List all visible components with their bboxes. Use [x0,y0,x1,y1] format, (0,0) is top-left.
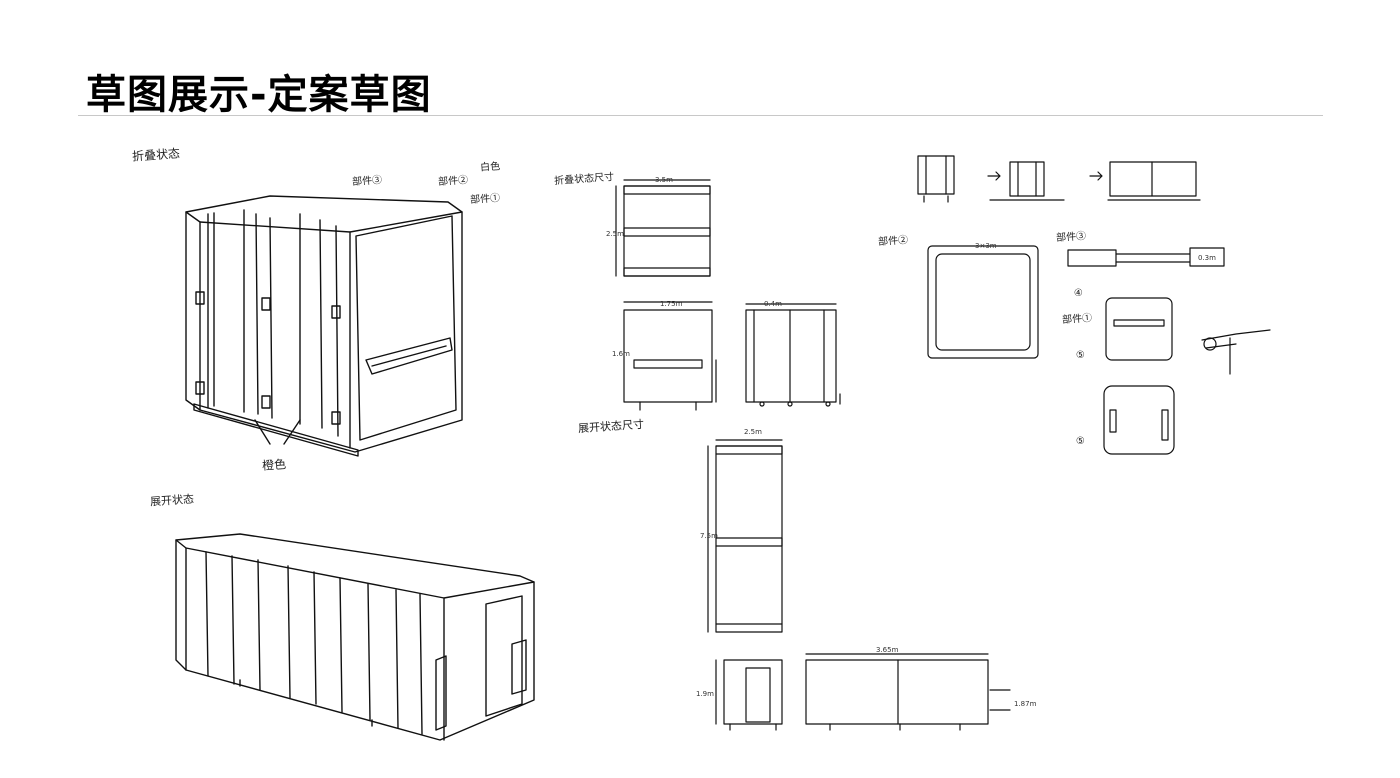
expanded-box-sketch [175,533,535,741]
annotation-part-1: 部件① [469,192,501,207]
dim-part-panel: 3×3m [975,242,997,250]
dim-folded-width: 3.5m [655,176,673,184]
folded-dimension-views [615,179,841,411]
dim-folded-panel: 0.4m [764,300,782,308]
dim-folded-height: 1.6m [612,350,630,358]
dim-folded-length: 1.75m [660,300,683,308]
dim-expanded-step: 1.87m [1014,700,1037,708]
dim-folded-depth: 2.5m [606,230,624,238]
folded-box-sketch [185,195,463,457]
annotation-orange: 橙色 [261,457,287,473]
page-title: 草图展示-定案草图 [86,72,432,118]
dim-expanded-length: 7.5m [700,532,718,540]
annotation-white: 白色 [479,161,501,174]
parts-annotation-5a: ⑤ [1075,349,1086,362]
title-divider [78,115,1323,116]
parts-annotation-2: 部件② [877,234,909,249]
parts-sketches [917,155,1271,455]
parts-annotation-1: 部件① [1061,312,1093,327]
parts-annotation-3: 部件③ [1055,230,1087,245]
expanded-state-label: 展开状态 [149,492,195,509]
annotation-part-3: 部件③ [351,174,383,189]
dim-expanded-height: 1.9m [696,690,714,698]
dim-expanded-width: 2.5m [744,428,762,436]
folded-state-label: 折叠状态 [131,146,181,164]
dim-expanded-side: 3.65m [876,646,899,654]
dim-part-rod: 0.3m [1198,254,1216,262]
expanded-dimension-views [707,439,1011,731]
parts-annotation-5b: ⑤ [1075,435,1086,448]
parts-annotation-4: ④ [1073,287,1084,300]
annotation-part-2: 部件② [437,174,469,189]
